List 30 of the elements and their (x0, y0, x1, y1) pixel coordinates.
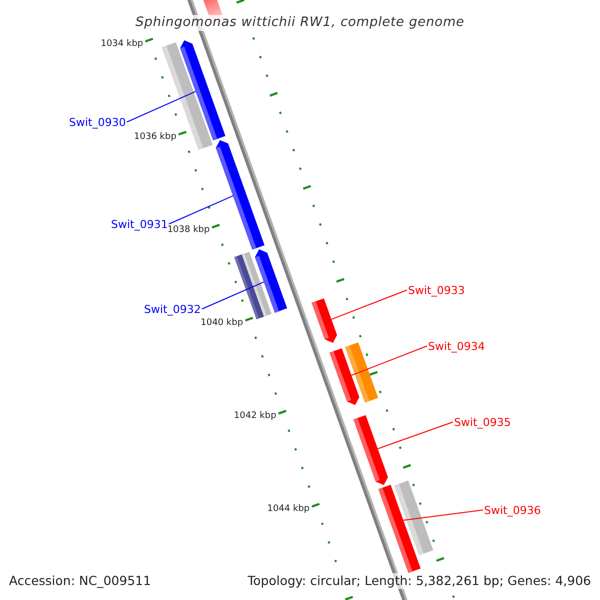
gene-feature (353, 415, 388, 486)
gene-label: Swit_0932 (144, 302, 201, 316)
leader-line (351, 346, 428, 376)
position-label: 1040 kbp (200, 318, 244, 330)
gene-label: Swit_0934 (428, 340, 485, 352)
leader-line (330, 290, 408, 320)
gene-feature (312, 298, 338, 343)
position-label: 1042 kbp (234, 410, 276, 422)
gene-label: Swit_0936 (484, 504, 541, 516)
gene-feature (378, 484, 421, 573)
genome-info-text: Topology: circular; Length: 5,382,261 bp; Genes: 4,906 (248, 573, 591, 589)
gene-label: Swit_0930 (69, 116, 126, 128)
position-label: 1036 kbp (134, 132, 176, 144)
leader-line (126, 90, 196, 122)
gene-label: Swit_0931 (111, 218, 168, 230)
accession-text: Accession: NC_009511 (9, 573, 152, 589)
leader-line (377, 422, 454, 450)
gene-feature (180, 40, 226, 140)
position-label: 1034 kbp (100, 39, 144, 50)
gene-feature (254, 249, 288, 313)
gene-label: Swit_0933 (408, 284, 465, 296)
position-label: 1044 kbp (267, 504, 310, 515)
leader-line (201, 281, 264, 310)
gene-feature (330, 348, 360, 406)
gene-feature (216, 140, 265, 250)
position-label: 1038 kbp (167, 225, 210, 236)
title: Sphingomonas wittichii RW1, complete genome (136, 15, 464, 31)
leader-line (402, 510, 484, 521)
gene-label: Swit_0935 (454, 416, 511, 428)
leader-line (168, 195, 234, 224)
